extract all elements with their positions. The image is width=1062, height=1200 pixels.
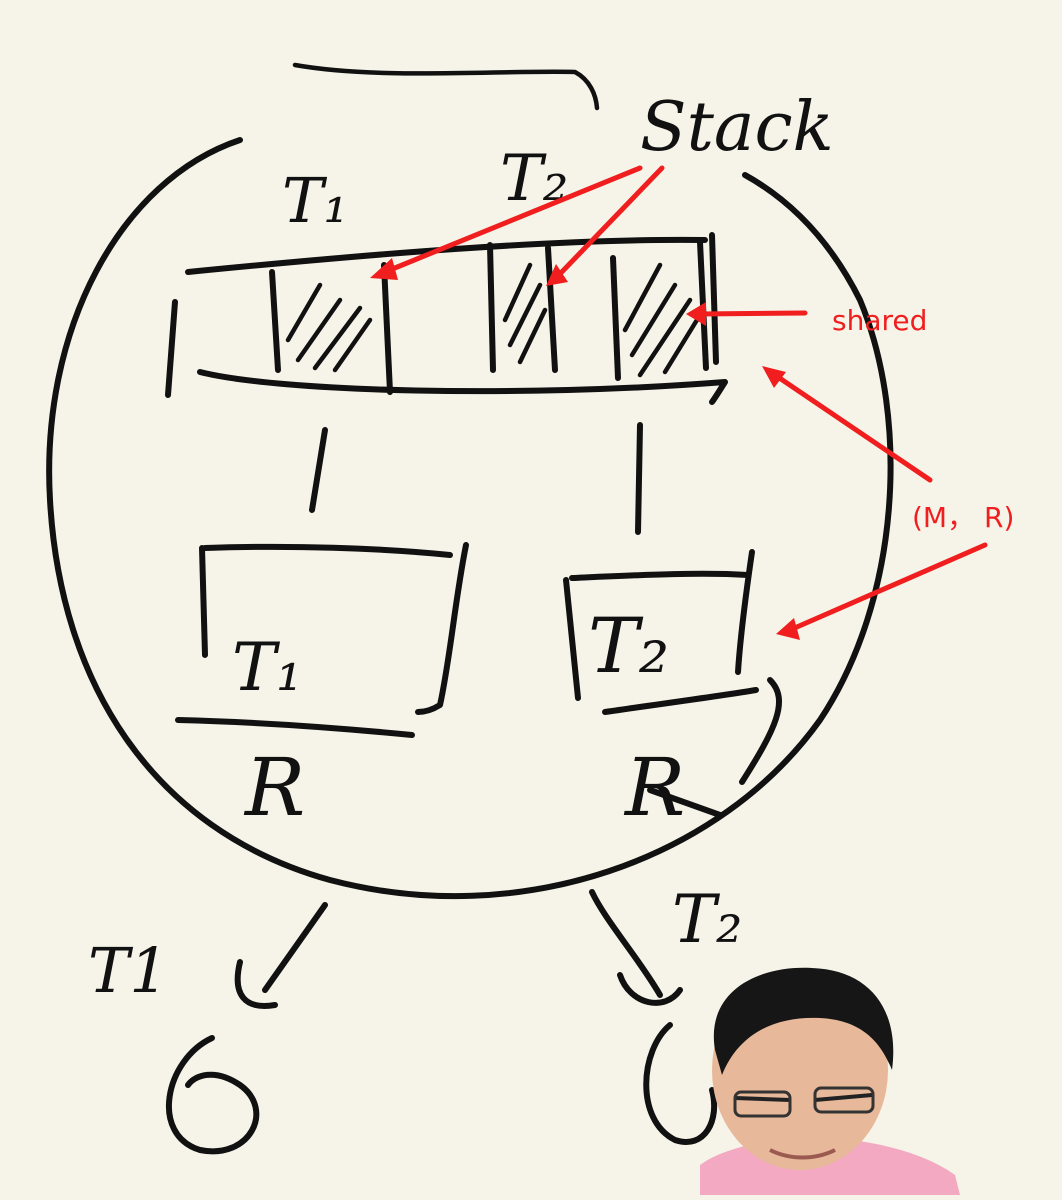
- connector-left: [309, 427, 328, 513]
- t2-box-label: T₂: [588, 601, 669, 690]
- red-arrowheads: [370, 258, 800, 640]
- r-left-label: R: [243, 741, 305, 834]
- shared-annotation: shared: [832, 304, 927, 337]
- presenter-webcam: [700, 967, 960, 1195]
- arrow-t1-down: [234, 902, 328, 1009]
- mr-annotation: (M， R): [912, 501, 1014, 534]
- top-curve: [292, 62, 600, 111]
- stack-frame-1: [269, 262, 393, 395]
- r-right-label: R: [623, 741, 685, 834]
- t2-top-label: T₂: [500, 142, 568, 216]
- enclosing-circle: [46, 137, 894, 899]
- red-arrows: [382, 165, 988, 633]
- arrow-t2-down: [589, 889, 683, 1006]
- stack-bar-left-edge: [165, 299, 178, 398]
- t1-bottom-label: T1: [88, 934, 169, 1007]
- connector-right: [635, 422, 643, 535]
- stack-bar-top: [185, 236, 708, 275]
- stack-label: Stack: [640, 88, 834, 167]
- register-box-t1: [175, 542, 469, 738]
- scribble-right: [643, 1022, 718, 1145]
- t1-top-label: T₁: [282, 164, 348, 237]
- r-right-strike: [647, 787, 723, 818]
- scribble-left: [165, 1035, 260, 1155]
- t2-bottom-label: T₂: [672, 881, 742, 958]
- stack-frame-2: [487, 242, 558, 373]
- register-box-t2: [563, 549, 782, 785]
- t1-box-label: T₁: [232, 629, 302, 706]
- stack-bar-bottom: [197, 369, 728, 405]
